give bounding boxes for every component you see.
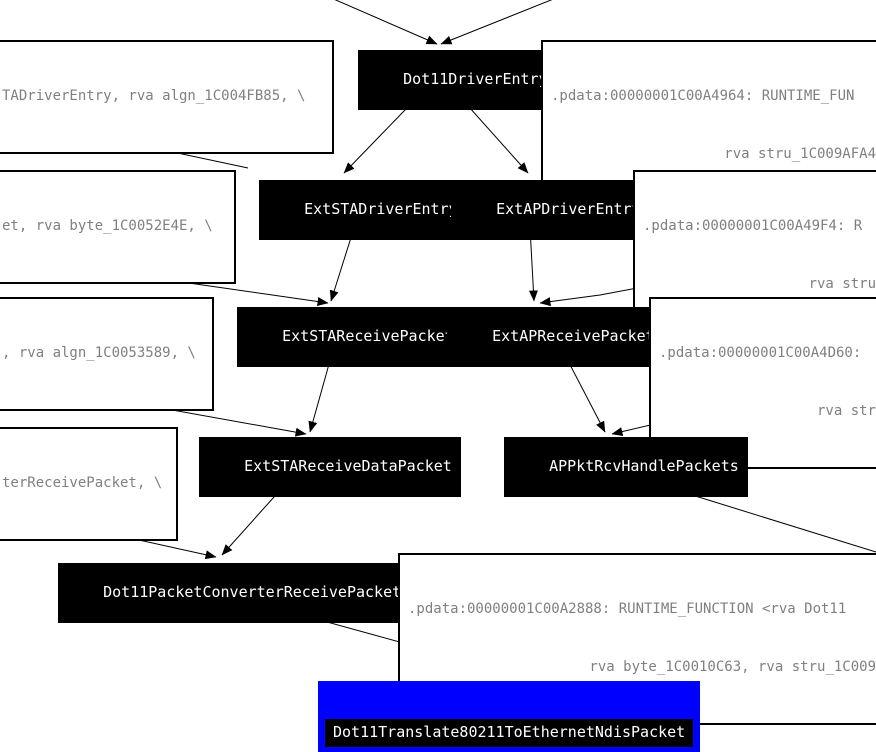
- node-extstareceivedatapacket[interactable]: ExtSTAReceiveDataPacket: [199, 437, 461, 497]
- node-extstadriverentry[interactable]: ExtSTADriverEntry: [259, 180, 467, 240]
- node-label: ExtSTADriverEntry: [304, 200, 458, 218]
- node-appktrcvhandlepackets[interactable]: APPktRcvHandlePackets: [504, 437, 748, 497]
- node-label: ExtSTAReceiveDataPacket: [244, 457, 452, 475]
- data-node-pdata-converter[interactable]: terReceivePacket, \: [0, 427, 178, 541]
- node-extstareceivepacket[interactable]: ExtSTAReceivePacket: [237, 307, 463, 367]
- node-extapreceivepacket[interactable]: ExtAPReceivePacket: [447, 307, 664, 367]
- node-label: Dot11Translate80211ToEthernetNdisPacket: [325, 719, 694, 747]
- node-label: Dot11DriverEntry: [403, 70, 548, 88]
- data-node-line: rva byte_1C0010C63, rva stru_1C009: [589, 658, 876, 675]
- data-node-line: .pdata:00000001C00A4D60:: [659, 344, 862, 361]
- data-node-line: et, rva byte_1C0052E4E, \: [2, 217, 213, 234]
- data-node-line: .pdata:00000001C00A4964: RUNTIME_FUN: [551, 87, 855, 104]
- data-node-pdata-52e4e[interactable]: et, rva byte_1C0052E4E, \: [0, 170, 236, 284]
- node-label: ExtAPReceivePacket: [492, 327, 655, 345]
- edge-in-top-left: [334, 0, 438, 45]
- node-dot11translate80211toethernetndispacket-selected[interactable]: Dot11Translate80211ToEthernetNdisPacket: [318, 681, 701, 752]
- node-extapdriverentry[interactable]: ExtAPDriverEntry: [451, 180, 650, 240]
- data-node-line: .pdata:00000001C00A2888: RUNTIME_FUNCTIO…: [408, 600, 847, 617]
- node-label: ExtSTAReceivePacket: [282, 327, 454, 345]
- node-label: ExtAPDriverEntry: [496, 200, 641, 218]
- node-dot11driverentry[interactable]: Dot11DriverEntry: [358, 50, 557, 110]
- node-dot11packetconverterreceivepacket[interactable]: Dot11PacketConverterReceivePacket: [58, 563, 411, 623]
- data-node-line: rva stru_1C009AFA4: [724, 145, 876, 162]
- data-node-line: rva stru: [808, 275, 876, 292]
- data-node-pdata-fb85[interactable]: TADriverEntry, rva algn_1C004FB85, \: [0, 40, 334, 154]
- edge-in-top-right: [440, 0, 553, 45]
- node-label: APPktRcvHandlePackets: [549, 457, 739, 475]
- data-node-pdata-53589[interactable]: , rva algn_1C0053589, \: [0, 297, 214, 411]
- data-node-line: terReceivePacket, \: [2, 474, 163, 491]
- data-node-line: , rva algn_1C0053589, \: [2, 344, 196, 361]
- data-node-line: TADriverEntry, rva algn_1C004FB85, \: [2, 87, 306, 104]
- data-node-line: .pdata:00000001C00A49F4: R: [643, 217, 863, 234]
- node-label: Dot11PacketConverterReceivePacket: [103, 583, 402, 601]
- data-node-line: rva str: [816, 402, 876, 419]
